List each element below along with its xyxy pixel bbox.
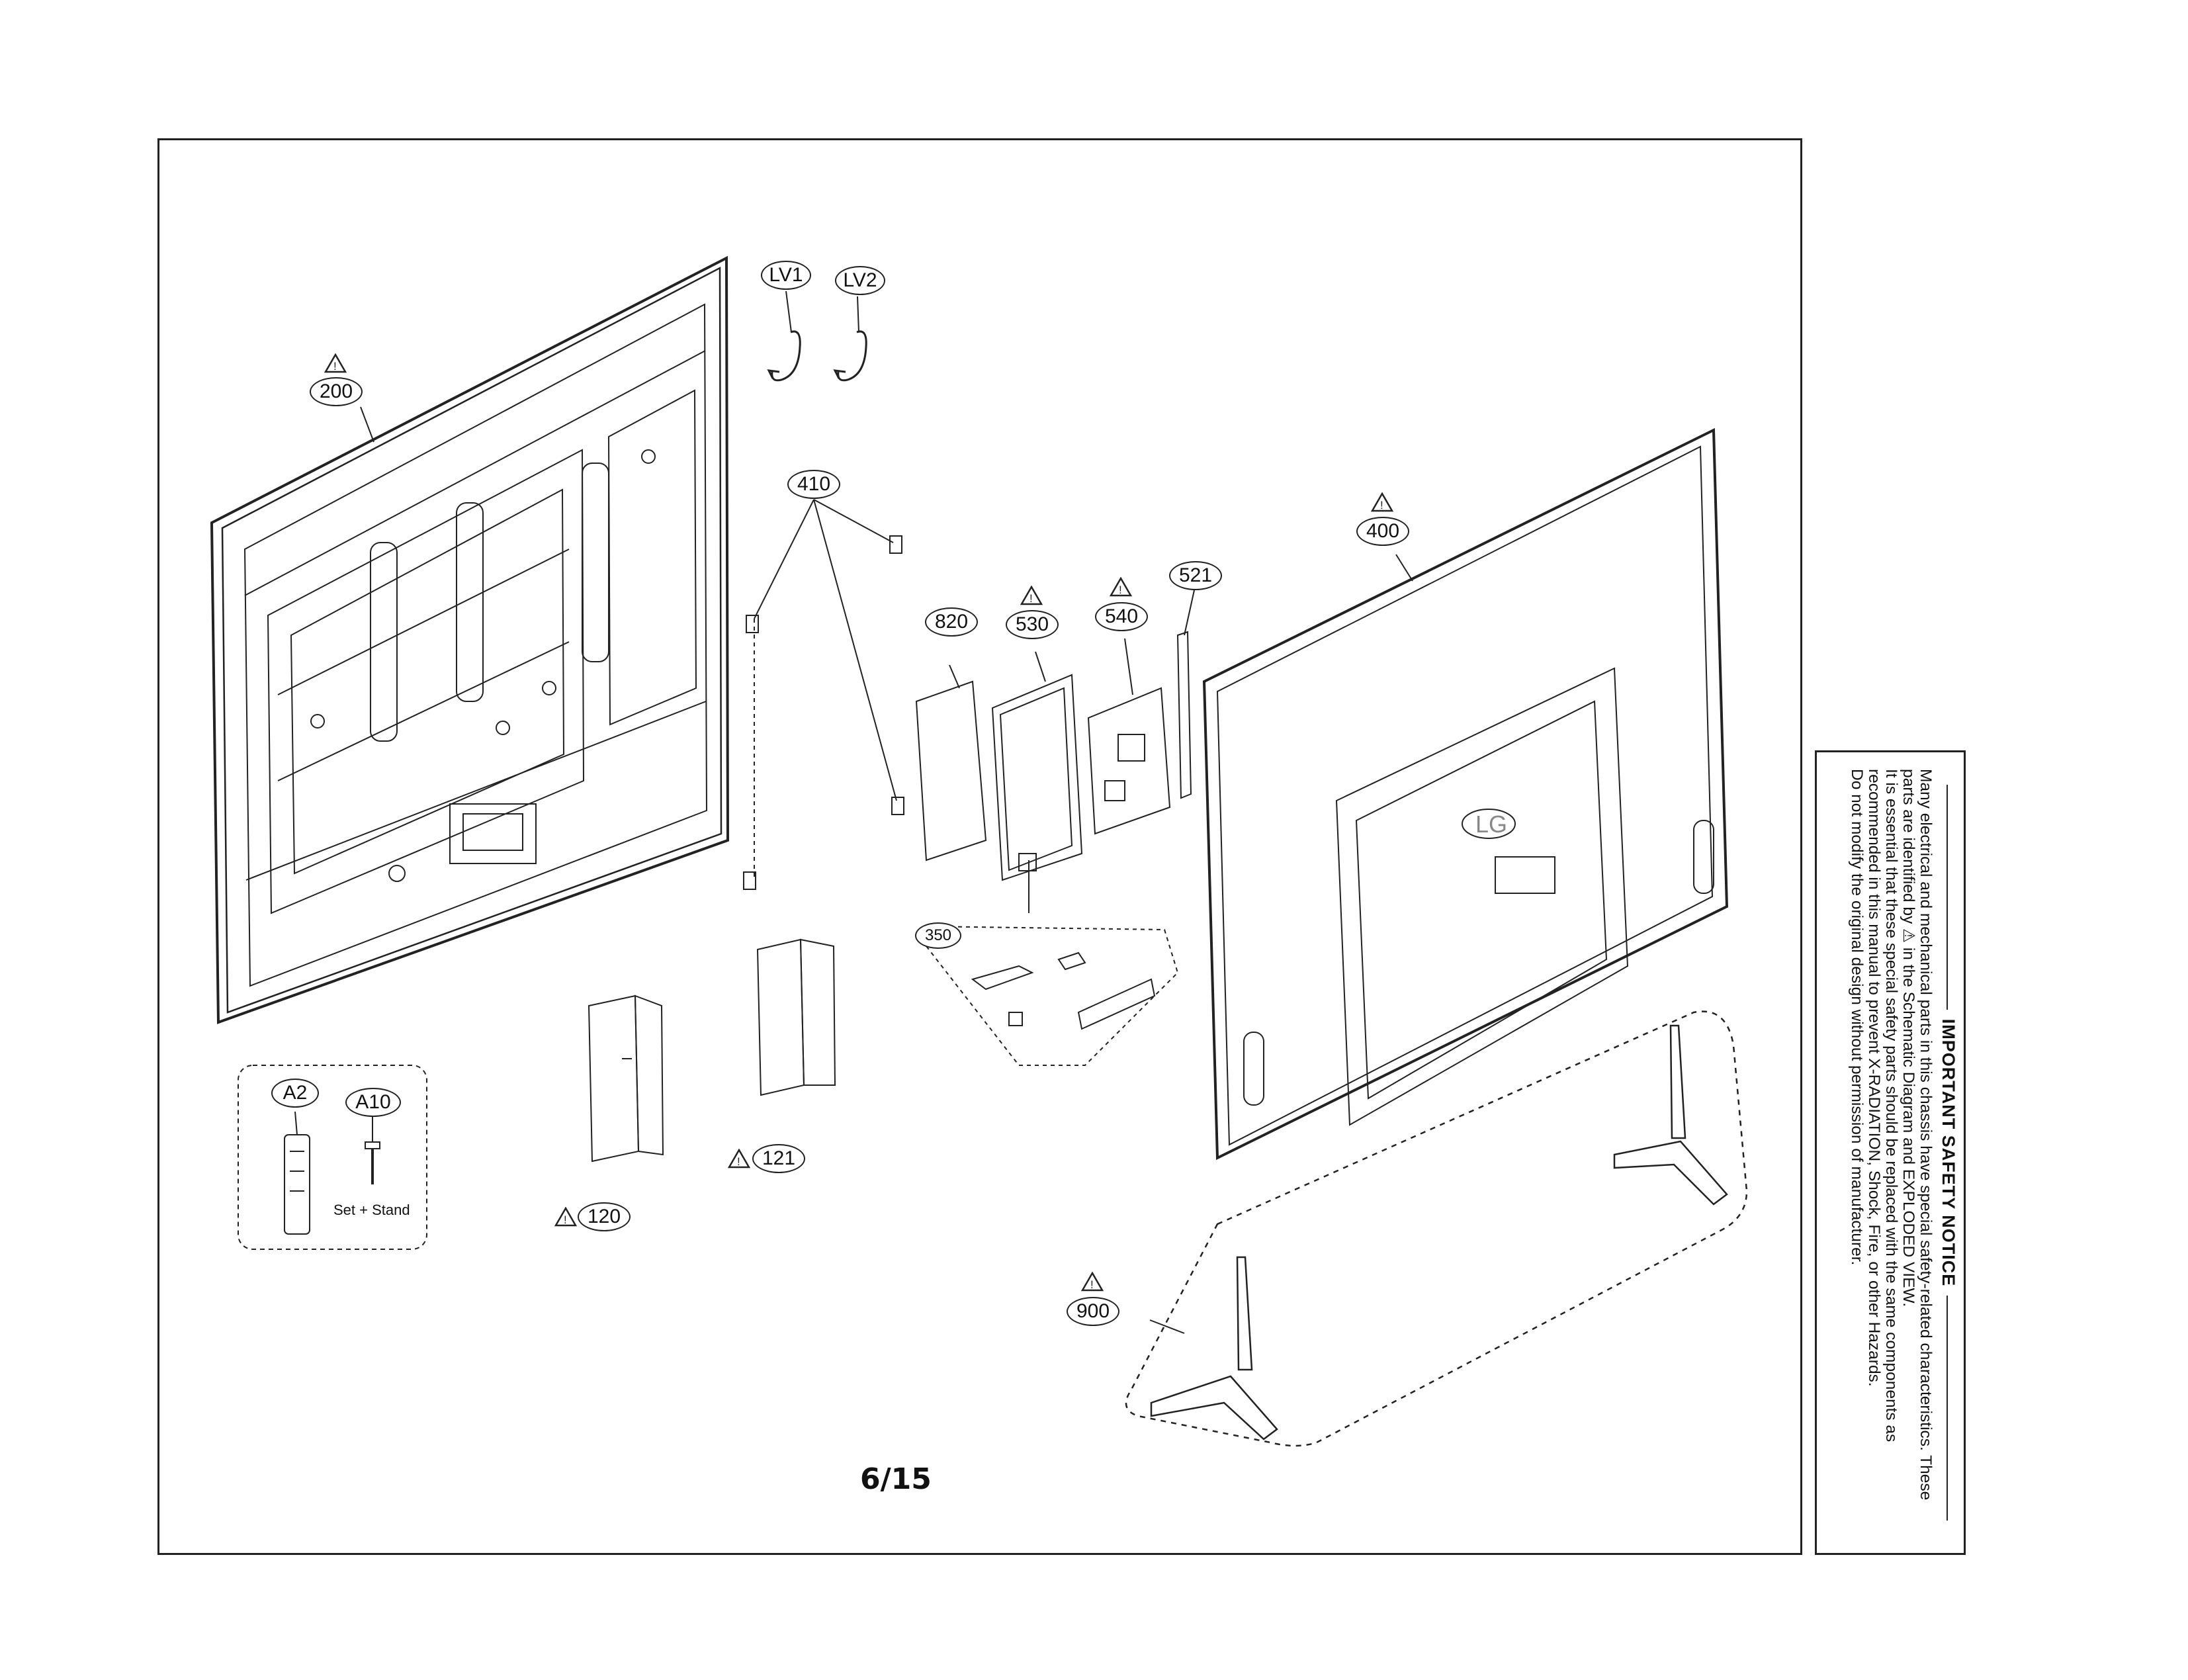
callout-a2: A2	[271, 1079, 319, 1108]
page-number: 6/15	[860, 1462, 932, 1496]
leader-200	[360, 406, 374, 443]
warning-icon: !	[324, 353, 347, 373]
callout-400: 400	[1356, 517, 1409, 546]
safety-notice-line: parts are identified by ⚠ in the Schemat…	[1900, 769, 1917, 1307]
warning-icon: !	[1020, 586, 1043, 605]
cover-121	[756, 938, 836, 1096]
svg-text:!: !	[1119, 584, 1122, 596]
brackets-410	[743, 499, 904, 890]
lg-logo: LG	[1475, 811, 1507, 838]
svg-text:!: !	[1090, 1278, 1094, 1291]
callout-410: 410	[787, 470, 840, 499]
callout-540: 540	[1095, 602, 1148, 631]
callout-lv1: LV1	[761, 261, 811, 290]
safety-notice-title: IMPORTANT SAFETY NOTICE	[1938, 769, 1958, 1536]
safety-notice-content: IMPORTANT SAFETY NOTICE Many electrical …	[1819, 757, 1961, 1548]
svg-text:!: !	[333, 360, 337, 373]
callout-200: 200	[310, 377, 363, 406]
callout-350: 350	[915, 922, 961, 949]
svg-text:!: !	[1029, 592, 1033, 605]
warning-icon: !	[1081, 1272, 1104, 1292]
callout-lv2: LV2	[835, 266, 885, 295]
stand-900	[1125, 1010, 1748, 1447]
clamp-group-350	[926, 925, 1179, 1066]
svg-text:!: !	[1380, 499, 1383, 511]
warning-icon: !	[554, 1207, 577, 1227]
cover-120	[588, 995, 664, 1163]
main-board-540	[1087, 687, 1171, 835]
warning-icon: !	[1110, 577, 1132, 597]
callout-120: 120	[578, 1202, 631, 1231]
warning-icon: !	[1371, 492, 1393, 512]
hook-lv1	[767, 330, 801, 382]
back-cover-400: LG	[1202, 427, 1729, 1161]
callout-530: 530	[1006, 610, 1059, 639]
svg-text:!: !	[564, 1214, 567, 1226]
callout-121: 121	[752, 1144, 805, 1173]
warning-icon: !	[728, 1149, 750, 1169]
safety-notice-line: Do not modify the original design withou…	[1848, 769, 1866, 1266]
safety-notice-line: Many electrical and mechanical parts in …	[1917, 769, 1935, 1501]
hook-lv2	[833, 330, 867, 382]
callout-a10: A10	[345, 1088, 401, 1117]
callout-820: 820	[925, 607, 978, 637]
svg-text:!: !	[737, 1155, 740, 1168]
callout-521: 521	[1169, 561, 1222, 590]
diagram-frame	[157, 138, 1802, 1555]
safety-notice-line: It is essential that these special safet…	[1882, 769, 1900, 1442]
set-stand-note: Set + Stand	[333, 1202, 410, 1218]
power-board-530	[991, 674, 1083, 913]
accessory-box	[238, 1065, 427, 1250]
safety-notice-line: recommended in this manual to prevent X-…	[1865, 769, 1883, 1387]
safety-notice-box: IMPORTANT SAFETY NOTICE Many electrical …	[1815, 750, 1966, 1555]
sheet-820	[915, 664, 987, 862]
display-module-200	[210, 255, 730, 1024]
side-board-521	[1176, 631, 1192, 799]
callout-900: 900	[1067, 1297, 1119, 1326]
